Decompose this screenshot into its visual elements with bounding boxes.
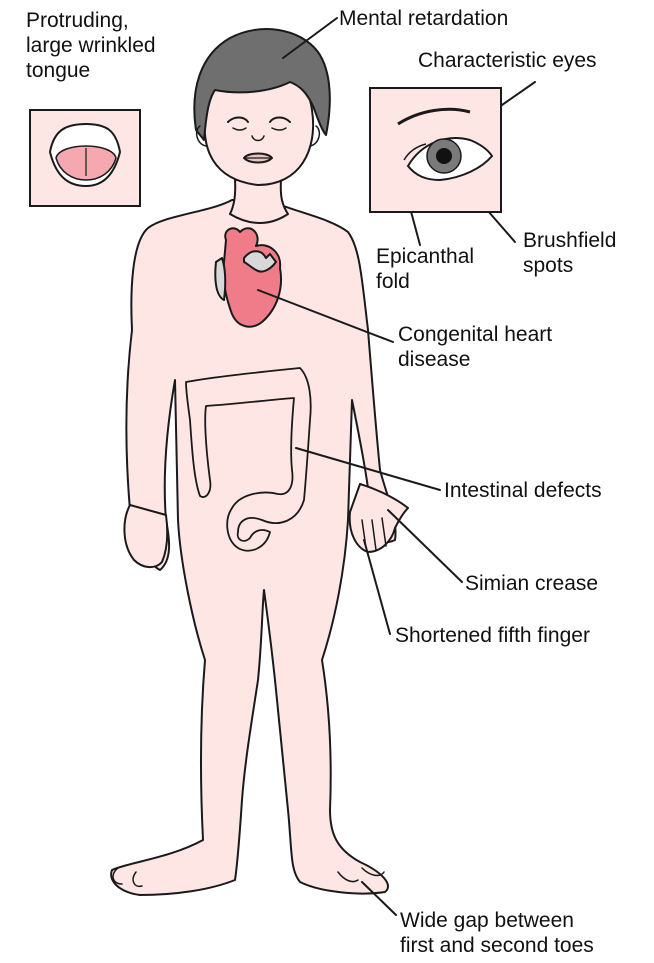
label-wide-gap-toes: Wide gap between first and second toes [400, 908, 594, 958]
label-tongue: Protruding, large wrinkled tongue [26, 8, 156, 83]
right-hand [350, 484, 408, 552]
tongue-inset [30, 110, 140, 206]
label-characteristic-eyes: Characteristic eyes [418, 48, 597, 73]
label-epicanthal-fold: Epicanthal fold [376, 244, 474, 294]
label-brushfield-spots: Brushfield spots [523, 228, 616, 278]
label-congenital-heart-disease: Congenital heart disease [398, 322, 552, 372]
label-mental-retardation: Mental retardation [339, 6, 508, 31]
label-intestinal-defects: Intestinal defects [444, 478, 602, 503]
neck [230, 180, 288, 223]
label-shortened-fifth-finger: Shortened fifth finger [395, 623, 590, 648]
eye-inset [370, 88, 501, 212]
left-hand [124, 505, 167, 567]
label-simian-crease: Simian crease [465, 571, 598, 596]
